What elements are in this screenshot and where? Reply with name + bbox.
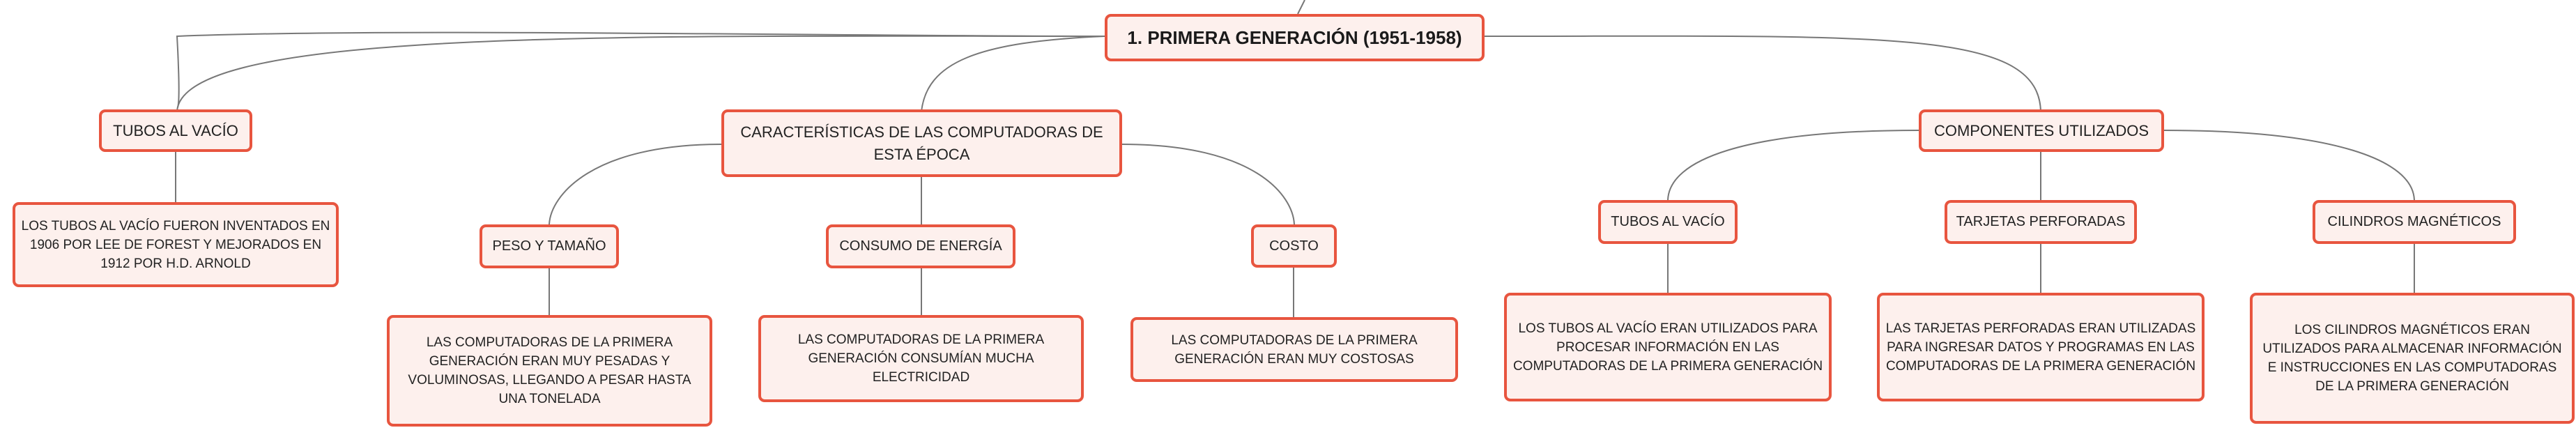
leaf-cilindros-magneticos[interactable]: LOS CILINDROS MAGNÉTICOS ERAN UTILIZADOS…	[2250, 293, 2575, 424]
leaf-text: LOS CILINDROS MAGNÉTICOS ERAN UTILIZADOS…	[2262, 323, 2562, 394]
subtopic-tubos-descripcion[interactable]: LOS TUBOS AL VACÍO FUERON INVENTADOS EN …	[13, 202, 339, 287]
topic-componentes[interactable]: COMPONENTES UTILIZADOS	[1919, 109, 2164, 152]
leaf-consumo-energia[interactable]: LAS COMPUTADORAS DE LA PRIMERA GENERACIÓ…	[758, 315, 1084, 402]
topic-caracteristicas[interactable]: CARACTERÍSTICAS DE LAS COMPUTADORAS DE E…	[721, 109, 1122, 177]
subtopic-label: CONSUMO DE ENERGÍA	[839, 238, 1002, 254]
leaf-costo[interactable]: LAS COMPUTADORAS DE LA PRIMERA GENERACIÓ…	[1130, 317, 1458, 382]
subtopic-consumo-energia[interactable]: CONSUMO DE ENERGÍA	[826, 224, 1015, 268]
leaf-text: LAS COMPUTADORAS DE LA PRIMERA GENERACIÓ…	[1171, 332, 1418, 367]
subtopic-label: COSTO	[1269, 238, 1319, 254]
subtopic-label: CILINDROS MAGNÉTICOS	[2327, 214, 2501, 229]
subtopic-text: LOS TUBOS AL VACÍO FUERON INVENTADOS EN …	[21, 218, 330, 271]
topic-label: COMPONENTES UTILIZADOS	[1933, 121, 2149, 139]
subtopic-tubos-vacio[interactable]: TUBOS AL VACÍO	[1598, 200, 1738, 244]
leaf-text: LAS COMPUTADORAS DE LA PRIMERA GENERACIÓ…	[408, 335, 691, 406]
subtopic-label: TUBOS AL VACÍO	[1611, 214, 1725, 229]
subtopic-costo[interactable]: COSTO	[1251, 224, 1337, 268]
leaf-peso-tamano[interactable]: LAS COMPUTADORAS DE LA PRIMERA GENERACIÓ…	[387, 315, 712, 427]
subtopic-tarjetas-perforadas[interactable]: TARJETAS PERFORADAS	[1945, 200, 2137, 244]
leaf-tubos-vacio[interactable]: LOS TUBOS AL VACÍO ERAN UTILIZADOS PARA …	[1504, 293, 1832, 401]
subtopic-cilindros-magneticos[interactable]: CILINDROS MAGNÉTICOS	[2313, 200, 2516, 244]
subtopic-label: TARJETAS PERFORADAS	[1956, 214, 2126, 229]
leaf-tarjetas-perforadas[interactable]: LAS TARJETAS PERFORADAS ERAN UTILIZADAS …	[1877, 293, 2205, 401]
topic-tubos-al-vacio[interactable]: TUBOS AL VACÍO	[99, 109, 252, 152]
subtopic-label: PESO Y TAMAÑO	[492, 238, 606, 254]
subtopic-peso-tamano[interactable]: PESO Y TAMAÑO	[480, 224, 619, 268]
root-node[interactable]: 1. PRIMERA GENERACIÓN (1951-1958)	[1105, 14, 1485, 61]
root-title: 1. PRIMERA GENERACIÓN (1951-1958)	[1127, 26, 1462, 48]
leaf-text: LOS TUBOS AL VACÍO ERAN UTILIZADOS PARA …	[1512, 321, 1823, 374]
topic-label: TUBOS AL VACÍO	[113, 121, 238, 139]
leaf-text: LAS TARJETAS PERFORADAS ERAN UTILIZADAS …	[1885, 321, 2196, 374]
topic-label: CARACTERÍSTICAS DE LAS COMPUTADORAS DE E…	[740, 123, 1103, 163]
leaf-text: LAS COMPUTADORAS DE LA PRIMERA GENERACIÓ…	[797, 332, 1045, 385]
